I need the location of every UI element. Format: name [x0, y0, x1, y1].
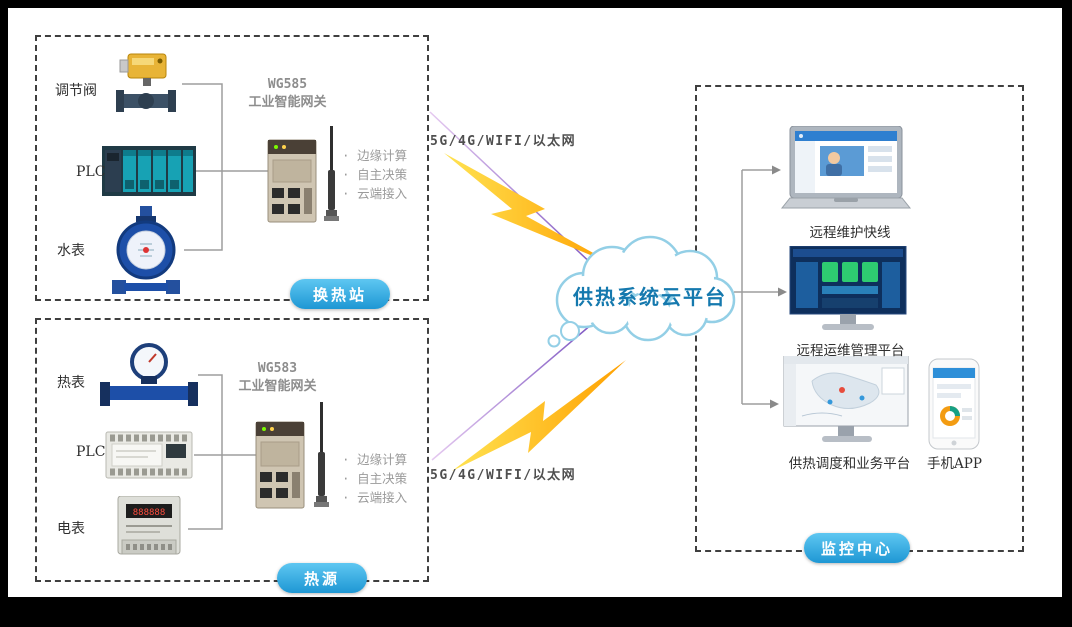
- gateway1-name: 工业智能网关: [248, 95, 327, 110]
- plc-module-label: PLC: [76, 444, 106, 460]
- network-link-label-top: 5G/4G/WIFI/以太网: [430, 134, 577, 149]
- valve-label: 调节阀: [55, 83, 97, 99]
- mobile-app-label: 手机APP: [927, 456, 982, 472]
- feature-item: 自主决策: [342, 469, 407, 488]
- laptop-icon: [778, 125, 914, 218]
- ops-platform-monitor-icon: [788, 245, 908, 338]
- valve-icon: [110, 52, 182, 116]
- gateway2-name: 工业智能网关: [238, 379, 317, 394]
- gateway2-features: 边缘计算 自主决策 云端接入: [342, 450, 407, 507]
- feature-item: 自主决策: [342, 165, 407, 184]
- energy-meter-label: 电表: [57, 521, 85, 537]
- gateway1-icon: [264, 126, 350, 234]
- feature-item: 云端接入: [342, 184, 407, 203]
- feature-item: 边缘计算: [342, 450, 407, 469]
- water-meter-icon: [110, 206, 182, 300]
- monitoring-center-badge: 监控中心: [804, 533, 910, 563]
- heat-exchange-station-badge: 换热站: [290, 279, 390, 309]
- gateway2-icon: [252, 402, 338, 520]
- feature-item: 云端接入: [342, 488, 407, 507]
- energy-meter-icon: 888888: [112, 495, 186, 562]
- heat-meter-label: 热表: [57, 375, 85, 391]
- dispatch-platform-label: 供热调度和业务平台: [788, 456, 911, 472]
- plc-module-icon: [104, 426, 194, 484]
- smartphone-icon: [928, 358, 980, 450]
- remote-maintenance-label: 远程维护快线: [809, 225, 891, 241]
- water-meter-label: 水表: [57, 243, 85, 259]
- gateway2-model: WG583: [257, 361, 298, 376]
- heat-source-box: [35, 318, 429, 582]
- cloud-platform-label: 供热系统云平台: [573, 285, 727, 309]
- dispatch-platform-monitor-icon: [782, 355, 910, 450]
- gateway2-title: WG583 工业智能网关: [215, 360, 340, 396]
- gateway1-title: WG585 工业智能网关: [225, 76, 350, 112]
- plc-rack-icon: [102, 142, 196, 200]
- heat-source-badge: 热源: [277, 563, 367, 593]
- heat-meter-icon: [100, 342, 198, 410]
- gateway1-features: 边缘计算 自主决策 云端接入: [342, 146, 407, 203]
- gateway1-model: WG585: [267, 77, 308, 92]
- plc-rack-label: PLC: [76, 164, 106, 180]
- ops-platform-label: 远程运维管理平台: [796, 343, 905, 359]
- network-link-label-bottom: 5G/4G/WIFI/以太网: [430, 468, 577, 483]
- svg-text:888888: 888888: [133, 508, 166, 518]
- feature-item: 边缘计算: [342, 146, 407, 165]
- heat-exchange-station-box: [35, 35, 429, 301]
